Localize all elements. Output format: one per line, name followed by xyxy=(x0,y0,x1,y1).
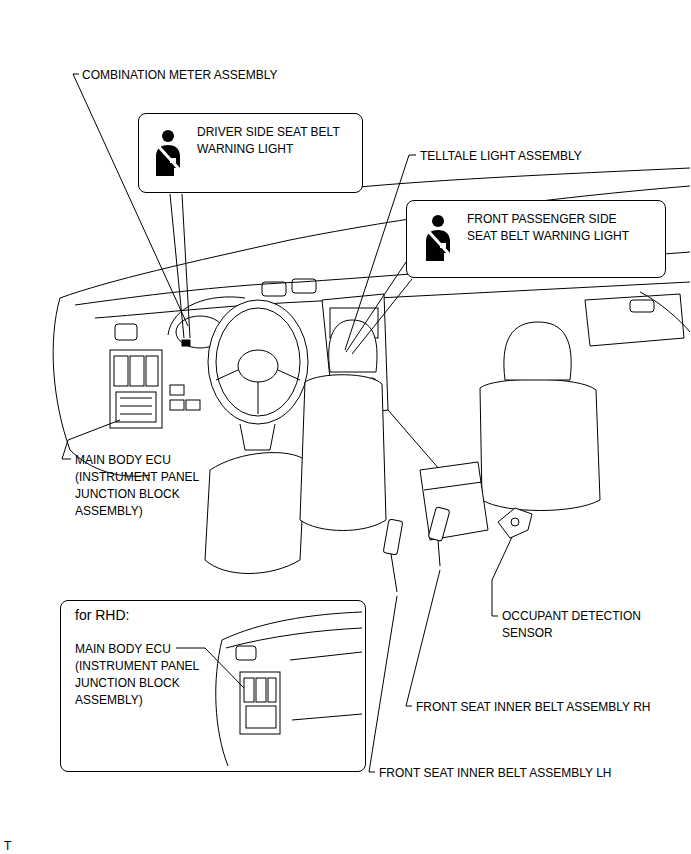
front-seats xyxy=(480,379,600,510)
front-seats xyxy=(504,322,571,380)
callout-text: FRONT PASSENGER SIDE SEAT BELT WARNING L… xyxy=(467,211,642,245)
seat-belt-buckles xyxy=(391,554,397,592)
part-label: OCCUPANT DETECTION SENSOR xyxy=(502,608,652,642)
junction-block xyxy=(120,398,152,414)
icon-buckle xyxy=(170,158,176,163)
rhd-inset-drawing xyxy=(244,678,254,702)
steering-wheel xyxy=(240,424,275,450)
dashboard xyxy=(585,294,684,346)
dashboard xyxy=(630,300,654,312)
seat-belt-buckles xyxy=(383,507,450,592)
rhd-inset-drawing xyxy=(236,646,256,660)
junction-block xyxy=(110,350,162,428)
dashboard xyxy=(262,282,286,296)
junction-block xyxy=(146,356,158,386)
figure-code: T xyxy=(4,838,11,854)
seat-belt-buckles xyxy=(383,519,403,555)
icon-head xyxy=(162,130,174,142)
callout-text: for RHD: xyxy=(75,607,129,624)
dashboard xyxy=(60,186,690,298)
leader-line xyxy=(182,194,190,338)
junction-block xyxy=(130,356,144,386)
front-seats xyxy=(424,482,482,490)
front-seats xyxy=(329,320,377,372)
occupant-detection-sensor xyxy=(498,508,532,538)
steering-wheel xyxy=(216,308,300,416)
icon-head xyxy=(432,215,444,227)
seat-belt-buckles xyxy=(438,540,440,566)
leader-line xyxy=(369,596,397,772)
dashboard xyxy=(170,385,184,395)
seat-belt-icon xyxy=(418,213,458,265)
junction-block xyxy=(110,350,162,428)
seat-belt-icon xyxy=(148,128,188,180)
leader-line xyxy=(62,74,512,772)
leader-line xyxy=(406,570,440,706)
combination-meter xyxy=(182,340,190,346)
rhd-inset-drawing xyxy=(216,640,228,766)
dashboard xyxy=(115,324,137,340)
front-seats xyxy=(205,453,305,574)
part-label: FRONT SEAT INNER BELT ASSEMBLY LH xyxy=(379,765,612,782)
part-label: COMBINATION METER ASSEMBLY xyxy=(82,67,278,84)
occupant-detection-sensor xyxy=(498,508,532,538)
occupant-detection-sensor xyxy=(511,518,519,526)
rhd-inset-drawing xyxy=(256,678,266,702)
dashboard xyxy=(186,400,200,410)
rhd-inset-drawing xyxy=(268,678,276,702)
icon-belt xyxy=(429,232,449,254)
rhd-inset-drawing xyxy=(246,706,276,728)
dashboard xyxy=(292,279,316,293)
icon-buckle xyxy=(440,243,446,248)
steering-wheel xyxy=(208,300,308,450)
inset-box: for RHD: MAIN BODY ECU (INSTRUMENT PANEL … xyxy=(60,600,366,772)
dashboard xyxy=(330,168,690,190)
junction-block xyxy=(114,356,128,386)
rhd-inset-drawing xyxy=(226,628,362,648)
rhd-inset-drawing xyxy=(216,612,362,766)
junction-block xyxy=(116,392,156,422)
rhd-inset-drawing xyxy=(290,652,362,720)
part-label: FRONT SEAT INNER BELT ASSEMBLY RH xyxy=(416,699,651,716)
steering-wheel xyxy=(216,370,300,414)
dashboard xyxy=(95,282,690,318)
steering-wheel xyxy=(208,300,308,424)
part-label: MAIN BODY ECU (INSTRUMENT PANEL JUNCTION… xyxy=(75,452,210,520)
center-stack xyxy=(388,410,440,470)
leader-line xyxy=(170,194,184,338)
callout-text: DRIVER SIDE SEAT BELT WARNING LIGHT xyxy=(197,124,355,158)
part-label: TELLTALE LIGHT ASSEMBLY xyxy=(420,148,582,165)
front-seats xyxy=(205,320,600,574)
front-seats xyxy=(300,375,386,531)
leader-line xyxy=(352,279,412,354)
steering-wheel xyxy=(238,350,278,382)
leader-line xyxy=(346,262,406,352)
rhd-inset-drawing xyxy=(240,672,280,734)
dashboard xyxy=(170,400,184,410)
seat-belt-buckles xyxy=(428,507,450,542)
part-name: MAIN BODY ECU (INSTRUMENT PANEL JUNCTION… xyxy=(75,641,210,709)
icon-belt xyxy=(159,147,179,169)
rhd-inset-drawing xyxy=(222,612,362,640)
leader-line xyxy=(492,537,512,616)
